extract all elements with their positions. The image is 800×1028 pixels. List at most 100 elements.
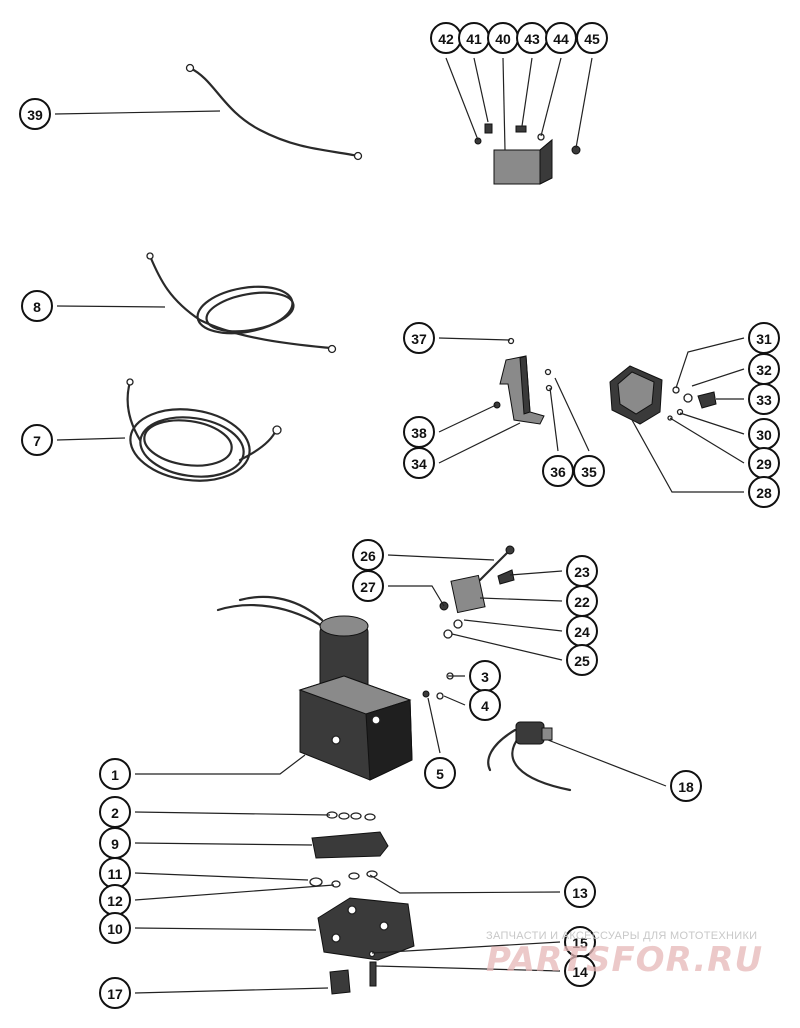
callout-3: 3: [469, 660, 501, 692]
leader-line-42: [445, 57, 479, 141]
callout-44: 44: [545, 22, 577, 54]
callout-number: 2: [111, 805, 119, 821]
callout-9: 9: [99, 827, 131, 859]
leader-line-28: [631, 419, 744, 493]
callout-12: 12: [99, 884, 131, 916]
callout-circle: [21, 424, 53, 456]
callout-number: 10: [107, 921, 123, 937]
callout-circle: [576, 22, 608, 54]
callout-circle: [469, 689, 501, 721]
callout-17: 17: [99, 977, 131, 1009]
callout-circle: [403, 447, 435, 479]
callout-31: 31: [748, 322, 780, 354]
callout-number: 29: [756, 456, 772, 472]
callout-number: 33: [756, 392, 772, 408]
callout-circle: [99, 977, 131, 1009]
leader-line-10: [134, 927, 317, 931]
callout-8: 8: [21, 290, 53, 322]
callout-number: 39: [27, 107, 43, 123]
callout-number: 31: [756, 331, 772, 347]
leader-line-37: [438, 337, 511, 341]
callout-5: 5: [424, 757, 456, 789]
callout-number: 41: [466, 31, 482, 47]
callout-number: 23: [574, 564, 590, 580]
leader-line-15: [371, 941, 561, 954]
callout-number: 25: [574, 653, 590, 669]
callout-number: 26: [360, 548, 376, 564]
callout-number: 22: [574, 594, 590, 610]
leader-lines: [54, 57, 745, 994]
callout-35: 35: [573, 455, 605, 487]
callout-circle: [748, 383, 780, 415]
callout-18: 18: [670, 770, 702, 802]
callout-circle: [566, 644, 598, 676]
leader-line-17: [134, 987, 329, 994]
callout-number: 4: [481, 698, 489, 714]
callout-number: 38: [411, 425, 427, 441]
leader-line-4: [443, 695, 466, 706]
callout-10: 10: [99, 912, 131, 944]
leader-line-32: [691, 368, 745, 387]
callout-number: 1: [111, 767, 119, 783]
callout-number: 11: [108, 866, 123, 882]
callout-number: 42: [438, 31, 454, 47]
callout-number: 5: [436, 766, 444, 782]
callout-number: 24: [574, 624, 590, 640]
callout-number: 34: [411, 456, 427, 472]
callout-23: 23: [566, 555, 598, 587]
callout-26: 26: [352, 539, 384, 571]
leader-line-41: [473, 57, 489, 123]
callout-number: 7: [33, 433, 41, 449]
leader-line-39: [54, 110, 221, 115]
leader-line-43: [521, 57, 533, 127]
part-seals-2: [326, 811, 376, 821]
callout-circle: [352, 570, 384, 602]
part-manifold-10: [317, 897, 415, 961]
callout-11: 11: [99, 857, 131, 889]
callout-7: 7: [21, 424, 53, 456]
leader-line-35: [554, 377, 590, 452]
leader-line-11: [134, 872, 309, 881]
callout-45: 45: [576, 22, 608, 54]
callout-40: 40: [487, 22, 519, 54]
part-switch-pigtail-18: [487, 721, 572, 792]
callout-circle: [748, 476, 780, 508]
callout-34: 34: [403, 447, 435, 479]
callout-number: 28: [756, 485, 772, 501]
watermark-brand: PARTSFOR.RU: [486, 940, 764, 980]
callout-circle: [573, 455, 605, 487]
leader-line-12: [134, 884, 335, 901]
callout-number: 8: [33, 299, 41, 315]
callout-27: 27: [352, 570, 384, 602]
part-bracket-group-40: [474, 123, 581, 185]
callout-number: 27: [360, 579, 376, 595]
callout-22: 22: [566, 585, 598, 617]
watermark-tagline: ЗАПЧАСТИ И АКСЕССУАРЫ ДЛЯ МОТОТЕХНИКИ: [486, 930, 758, 942]
part-orings-11: [309, 870, 378, 888]
leader-line-40: [502, 57, 506, 151]
leader-line-34: [438, 422, 521, 464]
callout-number: 9: [111, 836, 119, 852]
leader-line-7: [56, 437, 126, 441]
callout-circle: [99, 912, 131, 944]
leader-line-38: [438, 404, 497, 433]
leader-line-14: [375, 965, 561, 972]
callout-number: 30: [756, 427, 772, 443]
callout-13: 13: [564, 876, 596, 908]
callout-43: 43: [516, 22, 548, 54]
callout-2: 2: [99, 796, 131, 828]
callout-circle: [424, 757, 456, 789]
callout-number: 36: [550, 464, 566, 480]
callout-circle: [99, 758, 131, 790]
part-cable-39: [185, 63, 363, 161]
leader-line-30: [679, 412, 745, 435]
callout-circle: [403, 322, 435, 354]
part-pump-motor-1: [216, 595, 454, 781]
leader-line-9: [134, 842, 313, 846]
callout-29: 29: [748, 447, 780, 479]
callout-number: 35: [581, 464, 597, 480]
leader-line-8: [56, 305, 166, 308]
callout-circle: [564, 876, 596, 908]
leader-line-36: [549, 387, 559, 452]
